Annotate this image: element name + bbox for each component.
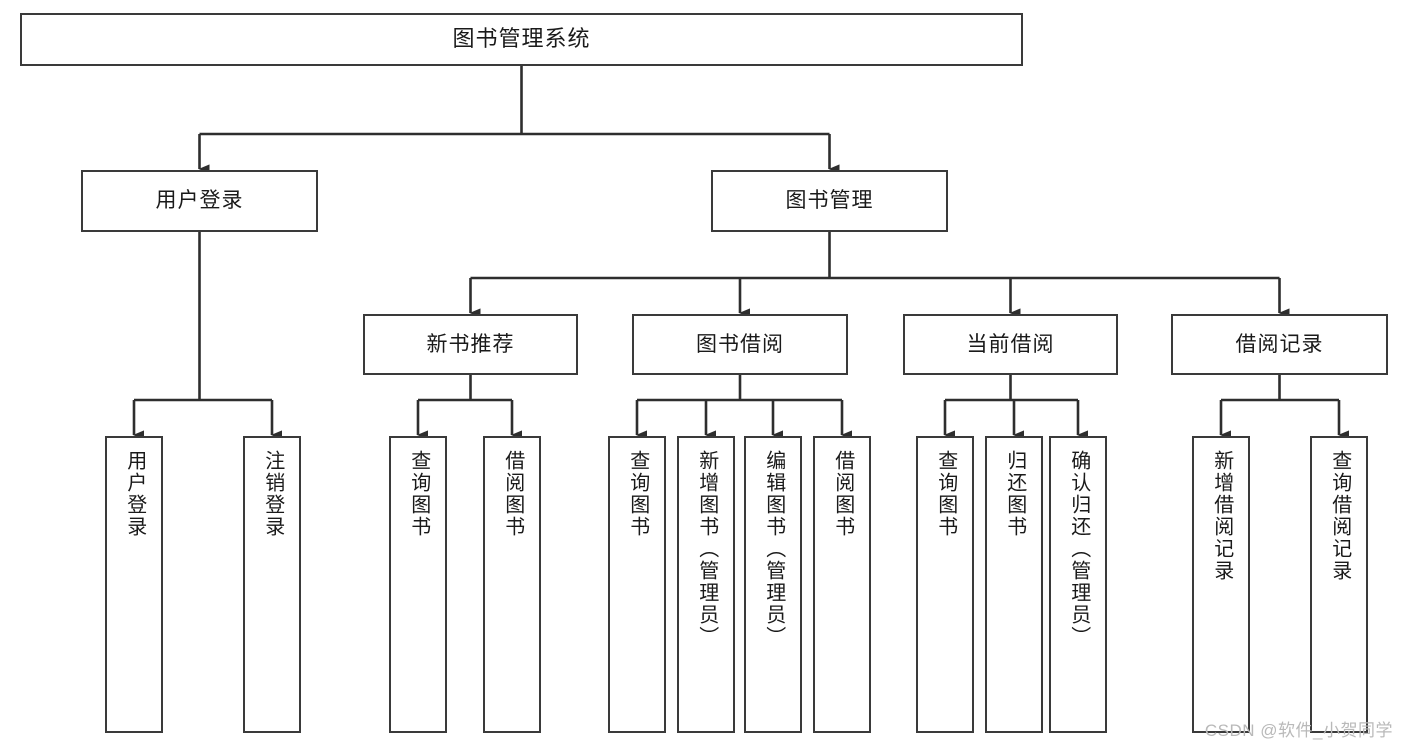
node-label: 查询图书 (407, 450, 430, 538)
node-label: 查询图书 (626, 450, 649, 538)
node-current-borrow[interactable]: 当前借阅 (903, 314, 1118, 375)
node-leaf-return-book[interactable]: 归还图书 (985, 436, 1043, 733)
node-label: 借阅记录 (1235, 332, 1324, 356)
node-leaf-edit-book[interactable]: 编辑图书（管理员） (744, 436, 802, 733)
node-leaf-logout[interactable]: 注销登录 (243, 436, 301, 733)
node-label: 用户登录 (123, 450, 146, 538)
node-label: 图书管理系统 (452, 26, 591, 52)
node-label: 新增借阅记录 (1210, 450, 1233, 582)
node-label: 编辑图书（管理员） (762, 450, 785, 648)
node-leaf-query-book-current[interactable]: 查询图书 (916, 436, 974, 733)
node-label: 新增图书（管理员） (695, 450, 718, 648)
node-leaf-borrow-book-rec[interactable]: 借阅图书 (483, 436, 541, 733)
node-leaf-user-login[interactable]: 用户登录 (105, 436, 163, 733)
node-label: 借阅图书 (501, 450, 524, 538)
node-borrow-record[interactable]: 借阅记录 (1171, 314, 1388, 375)
node-label: 用户登录 (155, 189, 244, 213)
node-leaf-query-book-rec[interactable]: 查询图书 (389, 436, 447, 733)
node-leaf-borrow-book[interactable]: 借阅图书 (813, 436, 871, 733)
node-book-manage[interactable]: 图书管理 (711, 170, 948, 232)
node-label: 注销登录 (261, 450, 284, 538)
node-leaf-query-book-borrow[interactable]: 查询图书 (608, 436, 666, 733)
node-label: 图书管理 (785, 189, 874, 213)
node-label: 确认归还（管理员） (1067, 450, 1090, 648)
node-label: 查询图书 (934, 450, 957, 538)
watermark-text: CSDN @软件_小贺同学 (1204, 721, 1393, 740)
node-book-borrow[interactable]: 图书借阅 (632, 314, 848, 375)
node-leaf-confirm-return[interactable]: 确认归还（管理员） (1049, 436, 1107, 733)
node-root[interactable]: 图书管理系统 (20, 13, 1023, 66)
node-label: 新书推荐 (426, 332, 515, 356)
node-label: 图书借阅 (696, 332, 784, 356)
node-label: 归还图书 (1003, 450, 1026, 538)
node-leaf-add-book[interactable]: 新增图书（管理员） (677, 436, 735, 733)
node-label: 借阅图书 (831, 450, 854, 538)
node-leaf-add-record[interactable]: 新增借阅记录 (1192, 436, 1250, 733)
node-new-book-recommend[interactable]: 新书推荐 (363, 314, 578, 375)
node-label: 查询借阅记录 (1328, 450, 1351, 582)
node-leaf-query-record[interactable]: 查询借阅记录 (1310, 436, 1368, 733)
node-user-login[interactable]: 用户登录 (81, 170, 318, 232)
node-label: 当前借阅 (966, 332, 1055, 356)
